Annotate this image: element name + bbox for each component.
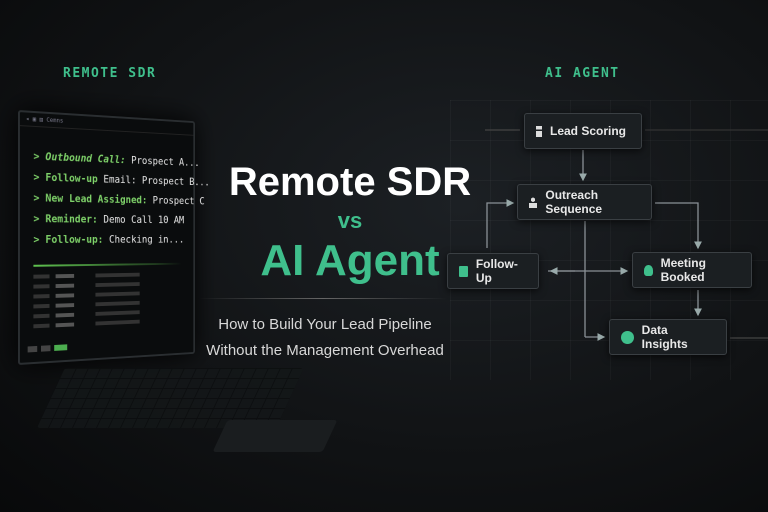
cloud-icon xyxy=(644,264,653,276)
node-label: Data Insights xyxy=(641,323,688,351)
subtitle-line2: Without the Management Overhead xyxy=(206,342,444,359)
pie-icon xyxy=(621,330,634,344)
node-data-insights: Data Insights xyxy=(609,319,727,355)
bar-icon xyxy=(536,125,542,137)
right-label: AI AGENT xyxy=(545,66,620,81)
headline-vs: vs xyxy=(337,208,363,233)
person-icon xyxy=(529,196,538,208)
node-label: Lead Scoring xyxy=(550,124,627,138)
left-label: REMOTE SDR xyxy=(63,66,157,81)
inbox-icon xyxy=(459,265,468,277)
node-lead-scoring: Lead Scoring xyxy=(524,113,642,149)
node-outreach-sequence: Outreach Sequence xyxy=(517,184,652,220)
headline-remote-sdr: Remote SDR xyxy=(228,160,472,204)
node-label: Meeting Booked xyxy=(660,256,706,284)
node-follow-up: Follow-Up xyxy=(447,253,539,289)
node-label: Outreach Sequence xyxy=(545,188,603,216)
node-meeting-booked: Meeting Booked xyxy=(632,252,752,288)
headline-ai-agent: AI Agent xyxy=(260,236,440,285)
node-label: Follow-Up xyxy=(475,257,518,285)
subtitle-line1: How to Build Your Lead Pipeline xyxy=(218,316,432,333)
divider xyxy=(198,298,448,299)
